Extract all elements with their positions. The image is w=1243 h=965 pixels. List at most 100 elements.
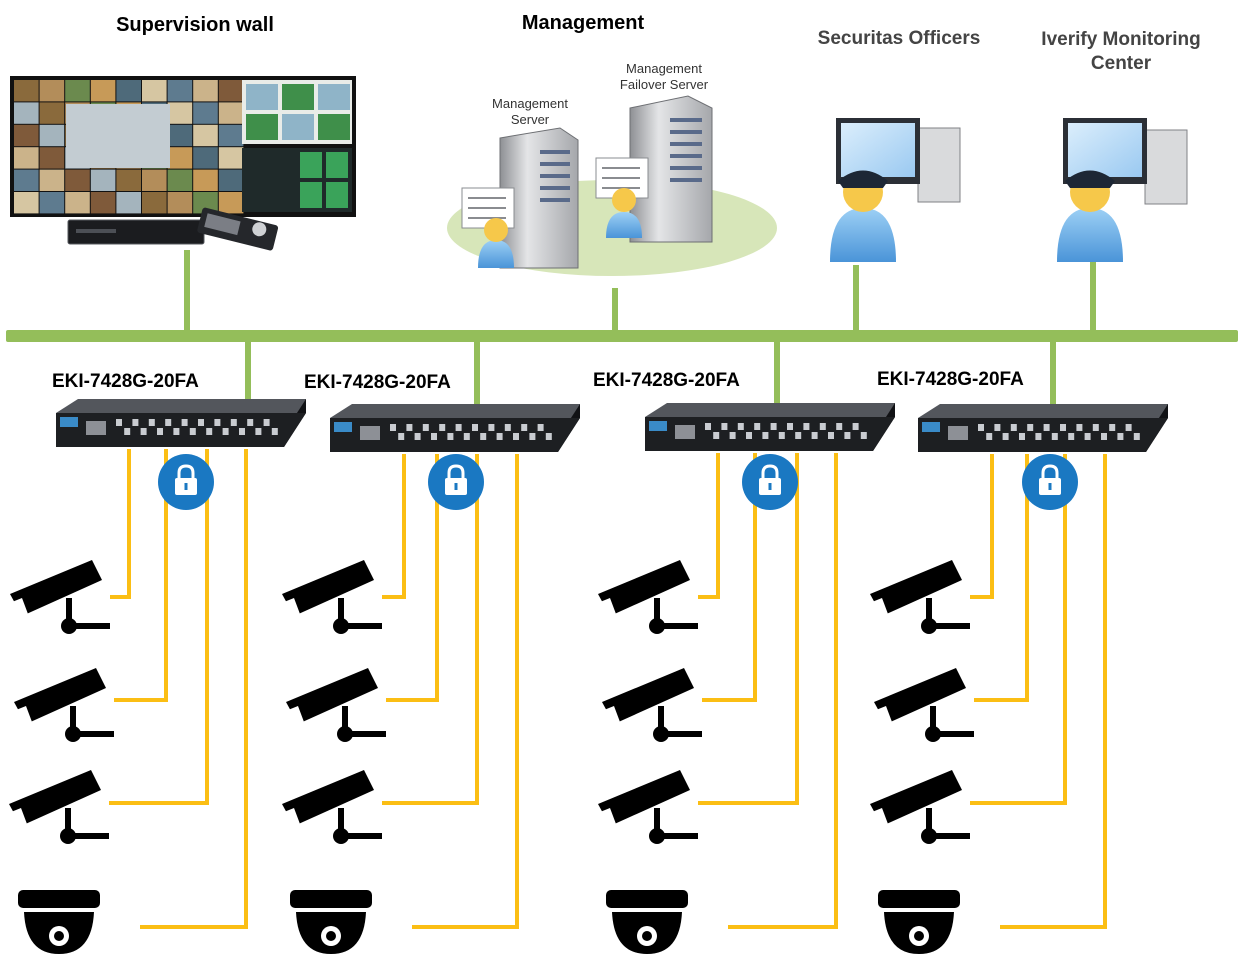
switch-port	[1060, 424, 1066, 431]
dome-camera-icon	[18, 890, 100, 954]
nvr-recorder-detail	[76, 229, 116, 233]
switch-port	[431, 433, 437, 440]
switch-port	[1027, 424, 1034, 431]
video-tile	[116, 192, 141, 214]
switch-port	[1002, 433, 1009, 440]
network-backbone	[6, 250, 1238, 410]
bullet-camera-icon	[870, 770, 970, 844]
switch-port	[721, 423, 728, 430]
securitas-officers-title: Securitas Officers	[818, 28, 981, 49]
video-tile-sports-cell	[318, 114, 350, 140]
camera-mount-arm	[65, 808, 71, 832]
poe-cable	[114, 449, 168, 702]
dome-camera-icon	[878, 890, 960, 954]
iverify-title-line1: Iverify Monitoring	[1041, 29, 1200, 50]
poe-cable	[698, 453, 720, 599]
video-tile	[142, 169, 167, 191]
bullet-camera-icon	[14, 668, 114, 742]
switch-port	[124, 428, 131, 435]
camera-mount-joint	[649, 828, 665, 844]
switch-port	[181, 419, 188, 426]
camera-mount-arm	[338, 808, 344, 832]
backbone-drop-switch-3	[774, 340, 780, 410]
poe-cable	[1000, 454, 1107, 929]
dome-base	[290, 890, 372, 908]
video-tile	[39, 192, 65, 214]
camera-body	[10, 560, 102, 616]
backbone-drop-switch-2	[474, 340, 480, 410]
supervision-video-wall	[10, 76, 356, 251]
switch-port	[1019, 433, 1025, 440]
switch-port	[762, 432, 769, 439]
switch-port	[488, 424, 495, 431]
switch-port	[1109, 424, 1116, 431]
officer-body	[1057, 208, 1123, 262]
monitor-screen	[1068, 123, 1142, 177]
camera-lens-ring	[600, 598, 616, 620]
switch-port	[1035, 433, 1042, 440]
video-tile-sports-cell	[246, 114, 278, 140]
switch-port	[214, 419, 221, 426]
bullet-camera-icon	[9, 770, 109, 844]
camera-body	[602, 668, 694, 724]
video-tile	[218, 124, 244, 147]
switch-port	[1051, 433, 1058, 440]
camera-mount-arm	[654, 808, 660, 832]
officer-workstation-securitas	[830, 118, 961, 262]
management-zone: Management Server Management Failover Se…	[447, 61, 777, 276]
camera-mount-joint	[653, 726, 669, 742]
dome-base	[18, 890, 100, 908]
padlock-icon	[428, 454, 484, 510]
switch-port	[1117, 433, 1124, 440]
poe-cable	[970, 454, 1067, 805]
poe-cable	[728, 453, 838, 929]
camera-mount-arm	[66, 598, 72, 622]
switch-port	[239, 428, 245, 435]
switch-port	[414, 433, 421, 440]
lock-keyhole	[768, 483, 772, 490]
switch-port	[1084, 433, 1091, 440]
switch-port	[263, 419, 270, 426]
camera-mount-joint	[649, 618, 665, 634]
video-tile	[193, 169, 218, 191]
camera-body	[598, 560, 690, 616]
camera-mount-arm	[658, 706, 664, 730]
switch-port	[545, 433, 552, 440]
switch-port	[398, 433, 405, 440]
video-tile	[193, 124, 218, 147]
camera-lens-ring	[876, 706, 892, 728]
switch-top	[330, 404, 580, 418]
lock-shackle	[177, 464, 195, 479]
camera-mount-base	[930, 623, 970, 629]
switch-port	[422, 424, 429, 431]
switch-logo	[60, 417, 78, 427]
bullet-camera-icon	[874, 668, 974, 742]
poe-cable	[109, 449, 209, 805]
bullet-camera-icon	[282, 770, 382, 844]
switch-port	[206, 428, 213, 435]
dome-lens	[914, 931, 924, 941]
switch-port	[173, 428, 180, 435]
video-tile	[218, 169, 244, 191]
video-tile	[14, 192, 39, 214]
switch-port	[836, 423, 843, 430]
video-tile	[218, 147, 244, 169]
camera-lens-ring	[872, 808, 888, 830]
camera-mount-joint	[333, 828, 349, 844]
video-tile	[65, 169, 90, 191]
switch-port	[271, 428, 278, 435]
camera-mount-arm	[338, 598, 344, 622]
switch-port	[504, 424, 511, 431]
switch-port	[230, 419, 237, 426]
camera-lens-ring	[284, 598, 300, 620]
monitor-screen	[841, 123, 915, 177]
switch-port	[157, 428, 163, 435]
camera-mount-base	[342, 833, 382, 839]
camera-body	[286, 668, 378, 724]
video-tile	[116, 169, 141, 191]
video-tile	[90, 80, 116, 102]
padlock-icon	[1022, 454, 1078, 510]
backbone-drop-switch-1	[245, 340, 251, 410]
